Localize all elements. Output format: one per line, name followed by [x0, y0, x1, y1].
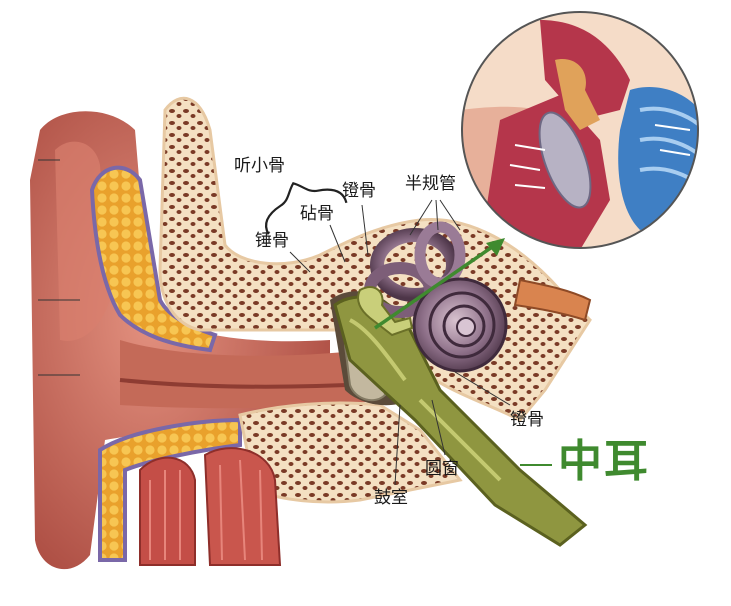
temporal-bone-lower [238, 401, 463, 504]
stapes-top-leader [361, 204, 369, 256]
label-malleus: 锤骨 [255, 231, 289, 251]
label-incus: 砧骨 [300, 204, 334, 224]
canal-leader-3 [439, 199, 461, 231]
canal-leader-1 [409, 199, 433, 236]
label-round-window: 圆窗 [425, 459, 459, 479]
label-semicircular-canals: 半规管 [405, 174, 456, 194]
ear-canal-shadow [119, 378, 371, 389]
malleus-leader [289, 251, 311, 273]
round-window-leader [431, 399, 446, 456]
ear-canal [120, 340, 385, 409]
stapes-right-leader [454, 371, 511, 406]
lower-muscle-left [139, 456, 196, 566]
label-ossicles: 听小骨 [234, 156, 285, 176]
ossicles-graphic [357, 286, 414, 337]
ossicles-brace [265, 182, 348, 235]
lower-fat-layer [98, 417, 242, 562]
zoom-arrow [374, 243, 496, 330]
cochlea-graphic [412, 277, 508, 373]
label-tympanic-cavity: 鼓室 [374, 488, 408, 508]
label-stapes-top: 镫骨 [342, 181, 376, 201]
label-stapes-right: 镫骨 [510, 410, 544, 430]
canal-leader-2 [435, 199, 439, 231]
inset-magnified-view [461, 11, 699, 249]
tympanic-leader [394, 404, 401, 486]
upper-fat-layer [89, 165, 218, 353]
incus-leader [329, 224, 346, 263]
label-middle-ear: 中耳 [558, 436, 650, 487]
